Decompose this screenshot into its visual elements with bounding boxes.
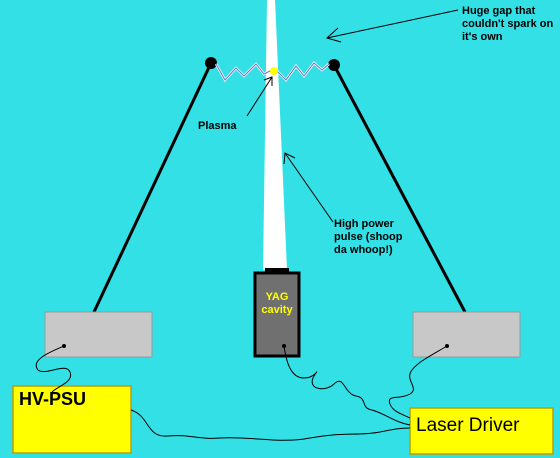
hv-psu-box — [12, 385, 132, 454]
right-electrode-ball — [328, 59, 340, 71]
plasma-arrow — [246, 76, 273, 117]
left-spark-edge — [215, 63, 273, 81]
laser-driver-label: Laser Driver — [416, 415, 520, 436]
pulse-arrow — [284, 152, 334, 223]
pulse-arrow-head — [283, 152, 296, 165]
right-electrode-plate — [412, 311, 521, 358]
pulse-note: High power pulse (shoop da whoop!) — [334, 218, 403, 256]
laser-beam-top — [268, 0, 275, 70]
gap-arrow-head — [325, 27, 342, 43]
wire-left-plate-to-psu — [35, 345, 72, 393]
plasma-point — [270, 67, 278, 75]
yag-label-line2: cavity — [261, 304, 293, 316]
plasma-arrow-head — [263, 76, 273, 86]
yag-cavity — [253, 271, 301, 358]
left-electrode-rod — [92, 62, 213, 313]
gap-arrow — [326, 9, 459, 39]
left-spark — [214, 62, 273, 83]
wire-psu-to-laser-driver — [130, 409, 411, 441]
left-electrode-plate — [44, 311, 153, 358]
right-spark-edge — [275, 62, 330, 81]
wire-right-plate-to-laser-driver — [388, 345, 448, 419]
gap-note: Huge gap that couldn't spark on it's own — [462, 5, 554, 43]
yag-cap — [265, 268, 289, 274]
yag-label-line1: YAG — [265, 291, 289, 303]
hv-psu-label: HV-PSU — [19, 389, 87, 409]
right-electrode-rod — [332, 64, 467, 313]
wire-yag-to-laser-driver — [283, 345, 411, 426]
left-electrode-ball — [205, 57, 217, 69]
laser-driver-box — [409, 407, 554, 455]
plasma-label: Plasma — [198, 120, 237, 132]
